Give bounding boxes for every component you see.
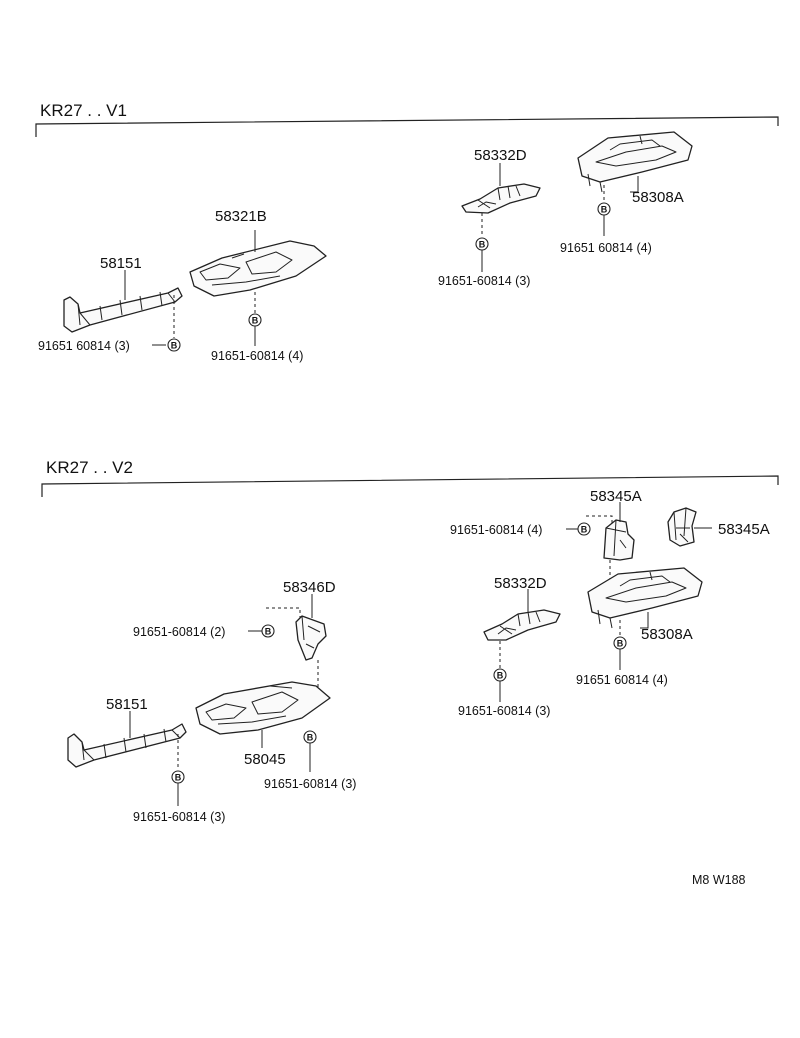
fastener-label-v1-3: 91651-60814 (3) — [438, 274, 530, 288]
svg-text:B: B — [265, 627, 272, 637]
b-mark-icon: B — [303, 730, 317, 744]
b-mark-icon: B — [167, 338, 181, 352]
fastener-label-v2-4: 91651-60814 (3) — [458, 704, 550, 718]
b-mark-icon: B — [493, 668, 507, 682]
fastener-label-v2-3: 91651 60814 (4) — [576, 673, 668, 687]
fastener-v2-1: 91651-60814 (4) B — [450, 522, 591, 537]
part-58345a-right[interactable] — [667, 507, 712, 547]
part-label-58045: 58045 — [244, 751, 286, 768]
section-v2: KR27 . . V2 58345A 58345A 58346D — [41, 458, 779, 824]
drawing-ref: M8 W188 — [692, 873, 746, 887]
section-frame-v2 — [41, 475, 779, 497]
part-58045[interactable] — [195, 681, 331, 748]
part-58332d-v2[interactable] — [483, 589, 561, 668]
fastener-v2-4: B 91651-60814 (3) — [458, 668, 550, 718]
b-mark-icon: B — [577, 522, 591, 536]
part-58151-v2[interactable] — [67, 711, 187, 768]
fastener-label-v2-6: 91651-60814 (3) — [133, 810, 225, 824]
fastener-v1-2: B 91651-60814 (4) — [211, 313, 303, 363]
fastener-v1-4: B 91651 60814 (4) — [560, 202, 652, 255]
section-title-v2: KR27 . . V2 — [46, 458, 133, 477]
fastener-label-v1-2: 91651-60814 (4) — [211, 349, 303, 363]
b-mark-icon: B — [613, 636, 627, 650]
fastener-v2-6: B 91651-60814 (3) — [133, 734, 225, 824]
part-58332d-v1[interactable] — [461, 163, 541, 237]
part-label-58151-v1: 58151 — [100, 255, 142, 272]
fastener-label-v1-4: 91651 60814 (4) — [560, 241, 652, 255]
b-mark-icon: B — [248, 313, 262, 327]
part-58308a-v1[interactable] — [577, 131, 693, 202]
fastener-v2-2: 91651-60814 (2) B — [133, 624, 275, 639]
svg-text:B: B — [581, 525, 588, 535]
part-label-58332d-v1: 58332D — [474, 147, 527, 164]
section-frame-v1 — [35, 116, 779, 137]
part-58346d[interactable] — [266, 594, 327, 690]
svg-text:B: B — [252, 316, 259, 326]
b-mark-icon: B — [597, 202, 611, 216]
svg-text:B: B — [175, 773, 182, 783]
fastener-v1-1: 91651 60814 (3) B — [38, 295, 181, 353]
b-mark-icon: B — [171, 770, 185, 784]
part-label-58308a-v1: 58308A — [632, 189, 684, 206]
part-label-58345a-center: 58345A — [590, 488, 642, 505]
part-label-58308a-v2: 58308A — [641, 626, 693, 643]
part-label-58321b: 58321B — [215, 208, 267, 225]
fastener-label-v2-2: 91651-60814 (2) — [133, 625, 225, 639]
svg-text:B: B — [479, 240, 486, 250]
section-title-v1: KR27 . . V1 — [40, 101, 127, 120]
b-mark-icon: B — [261, 624, 275, 638]
fastener-label-v2-5: 91651-60814 (3) — [264, 777, 356, 791]
part-label-58345a-right: 58345A — [718, 521, 770, 538]
svg-text:B: B — [601, 205, 608, 215]
fastener-label-v1-1: 91651 60814 (3) — [38, 339, 130, 353]
svg-text:B: B — [497, 671, 504, 681]
part-58345a-center[interactable] — [586, 502, 635, 582]
part-label-58346d: 58346D — [283, 579, 336, 596]
part-label-58332d-v2: 58332D — [494, 575, 547, 592]
fastener-v2-5: B 91651-60814 (3) — [264, 730, 356, 791]
svg-text:B: B — [307, 733, 314, 743]
svg-text:B: B — [617, 639, 624, 649]
part-58321b[interactable] — [189, 230, 327, 313]
fastener-v2-3: B 91651 60814 (4) — [576, 636, 668, 687]
part-58151-v1[interactable] — [63, 270, 183, 333]
part-label-58151-v2: 58151 — [106, 696, 148, 713]
svg-text:B: B — [171, 341, 178, 351]
fastener-label-v2-1: 91651-60814 (4) — [450, 523, 542, 537]
fastener-v1-3: B 91651-60814 (3) — [438, 237, 530, 288]
part-58308a-v2[interactable] — [587, 567, 703, 636]
section-v1: KR27 . . V1 58151 58321B 58332D — [35, 101, 779, 363]
b-mark-icon: B — [475, 237, 489, 251]
